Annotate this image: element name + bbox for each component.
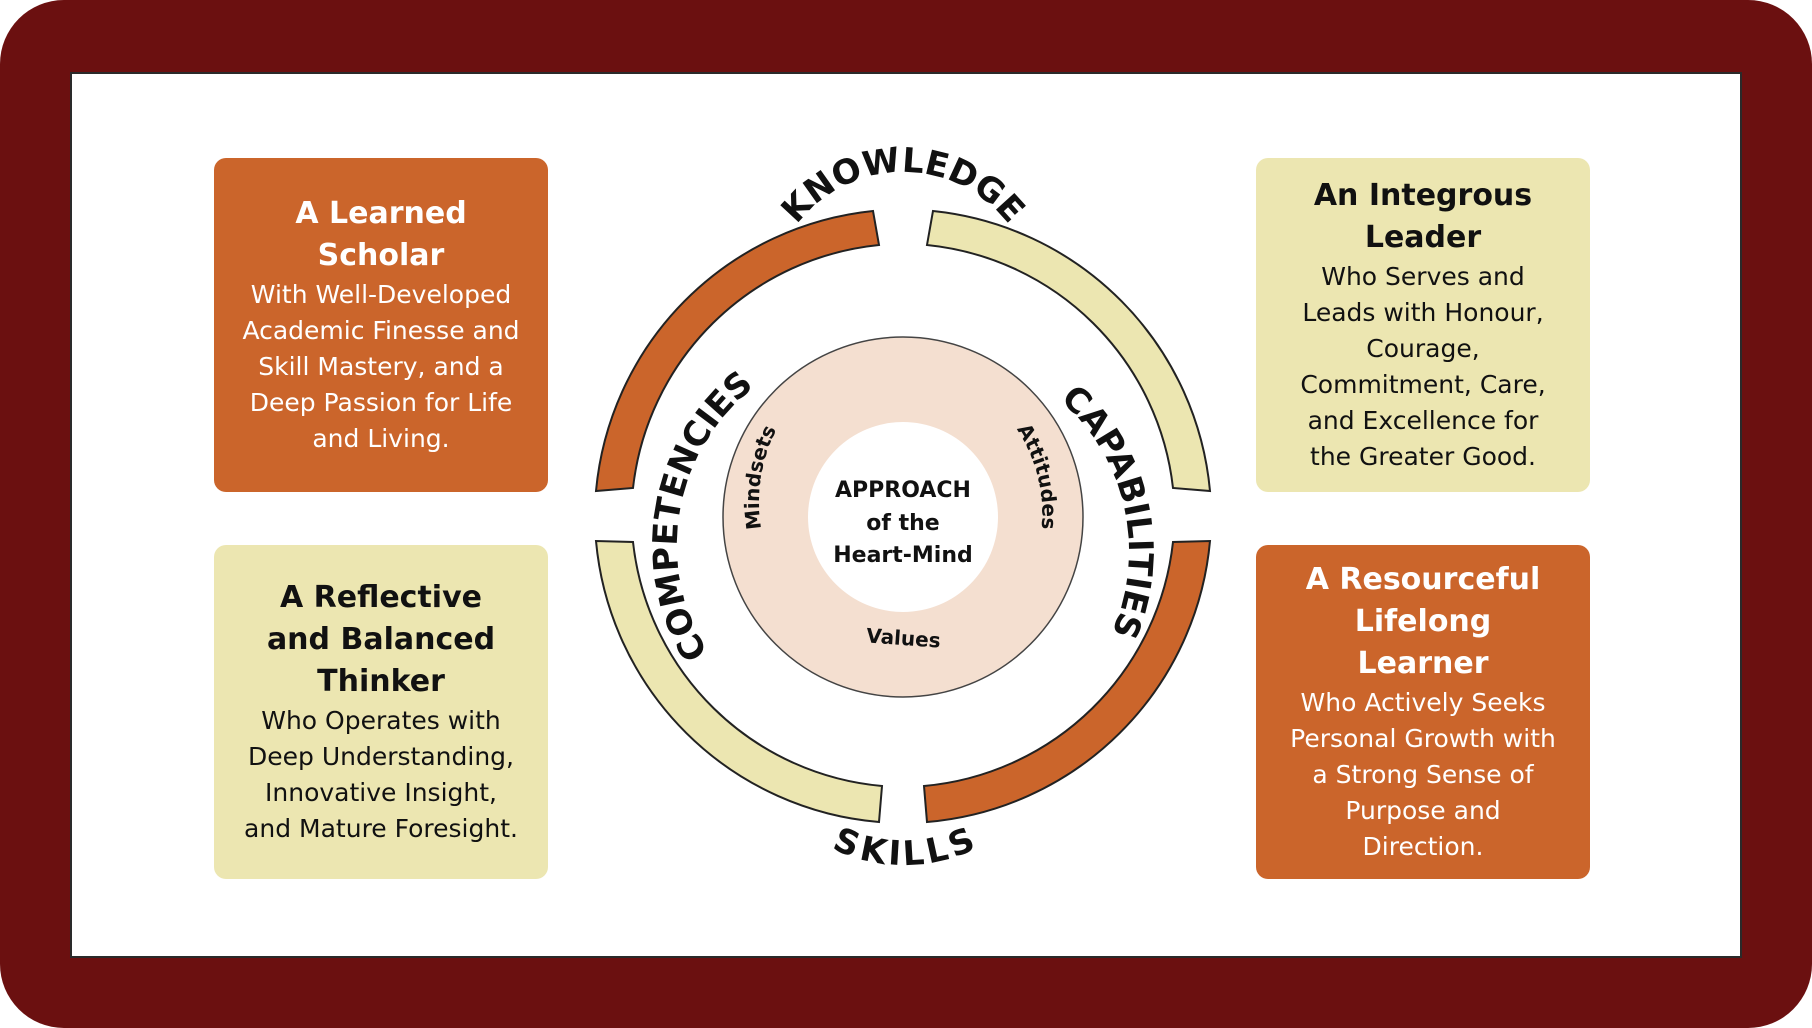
core-line-1: APPROACH <box>835 478 971 503</box>
ring-segment-top-left <box>594 209 881 493</box>
card-body: Who Actively Seeks Personal Growth with … <box>1290 688 1556 861</box>
card-title: A Learned Scholar <box>295 196 467 273</box>
core-circle <box>808 422 998 612</box>
ring-label-skills: SKILLS <box>828 820 980 875</box>
core-line-2: of the <box>866 511 939 536</box>
card-body: Who Serves and Leads with Honour, Courag… <box>1300 262 1546 471</box>
ring-segment-top-right <box>925 209 1212 493</box>
card-learned-scholar: A Learned Scholar With Well-Developed Ac… <box>214 158 548 492</box>
card-lifelong-learner: A Resourceful Lifelong Learner Who Activ… <box>1256 545 1590 879</box>
card-title: An Integrous Leader <box>1313 178 1533 255</box>
card-title: A Resourceful Lifelong Learner <box>1305 562 1541 681</box>
card-title: A Reflective and Balanced Thinker <box>266 580 496 699</box>
card-reflective-thinker: A Reflective and Balanced Thinker Who Op… <box>214 545 548 879</box>
card-integrous-leader: An Integrous Leader Who Serves and Leads… <box>1256 158 1590 492</box>
ring-segment-bottom-right <box>922 539 1212 824</box>
ring-label-knowledge-text: KNOWLEDGE <box>774 140 1033 230</box>
ring-label-knowledge: KNOWLEDGE <box>774 140 1033 230</box>
ring-segment-bottom-left <box>594 539 884 824</box>
inner-label-values: Values <box>866 623 942 652</box>
core-line-3: Heart-Mind <box>833 543 973 568</box>
card-body: With Well-Developed Academic Finesse and… <box>242 280 520 453</box>
ring-label-skills-text: SKILLS <box>828 820 980 875</box>
card-body: Who Operates with Deep Understanding, In… <box>244 706 518 843</box>
